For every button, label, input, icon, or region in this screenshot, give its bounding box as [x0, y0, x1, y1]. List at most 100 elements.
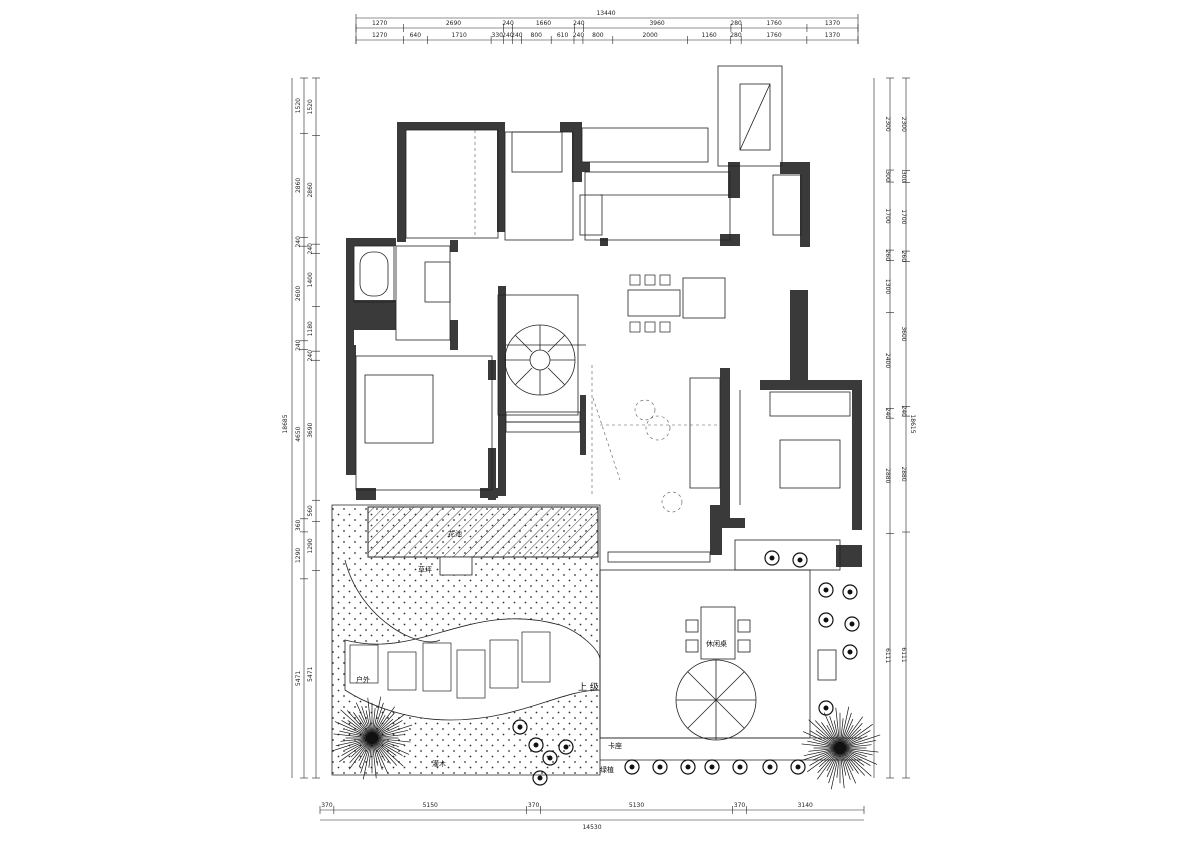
house-outline [353, 65, 851, 571]
right-outer-ticks: 2300 300 1700 260 1300 2400 240 2880 6111 [884, 77, 894, 779]
dimension-label: 240 [573, 20, 585, 27]
dimension-label: 6111 [884, 648, 891, 663]
dimension-label: 2600 [295, 286, 302, 301]
bottom-row-ticks: 370 5150 370 5130 370 3140 [319, 802, 865, 814]
dimension-label: 1180 [307, 321, 314, 336]
dimension-label: 240 [511, 32, 523, 39]
spiky-shrub-left [331, 696, 413, 780]
dimension-label: 240 [307, 243, 314, 255]
spiky-shrub-right [799, 706, 881, 790]
dimension-label: 280 [730, 20, 742, 27]
bench-label: 卡座 [608, 741, 622, 750]
dimension-label: 1710 [452, 32, 467, 39]
dimension-label: 800 [531, 32, 543, 39]
green-plants-label: 绿植 [600, 765, 614, 774]
dimension-label: 1400 [307, 272, 314, 287]
dimension-label: 1160 [701, 32, 716, 39]
dimension-label: 3960 [649, 20, 664, 27]
dimension-label: 240 [295, 339, 302, 351]
dimension-label: 5471 [307, 666, 314, 681]
dimension-label: 2000 [642, 32, 657, 39]
dimension-label: 6111 [900, 647, 907, 662]
dimension-label: 240 [573, 32, 585, 39]
dimension-label: 1700 [900, 209, 907, 224]
top-dimensions [355, 14, 859, 44]
garden-area [331, 504, 601, 776]
right-overall-dimension: 18615 [909, 414, 916, 433]
dining-chairs [629, 274, 671, 333]
dimension-label: 300 [884, 170, 891, 182]
dimension-label: 2880 [884, 468, 891, 483]
dimension-label: 240 [295, 236, 302, 248]
dimension-label: 3140 [798, 802, 813, 809]
left-overall-dimension: 18685 [282, 414, 289, 433]
dimension-label: 240 [900, 406, 907, 418]
dimension-label: 330 [492, 32, 504, 39]
dimension-label: 4650 [295, 426, 302, 441]
dimension-label: 1760 [766, 32, 781, 39]
dimension-label: 360 [295, 519, 302, 531]
dimension-label: 5150 [423, 802, 438, 809]
dimension-label: 800 [592, 32, 604, 39]
dimension-label: 1370 [825, 32, 840, 39]
dimension-label: 1290 [295, 548, 302, 563]
dimension-label: 2860 [307, 182, 314, 197]
terrace-area [599, 569, 862, 761]
dimension-label: 1520 [307, 99, 314, 114]
dimension-label: 260 [884, 250, 891, 262]
left-inner-ticks: 1520 2860 240 1400 1180 240 3690 560 1290 5471 [307, 77, 320, 779]
dimension-label: 560 [307, 505, 314, 517]
dimension-label: 1300 [884, 279, 891, 294]
dimension-label: 2400 [884, 353, 891, 368]
outdoor-label: 户外 [356, 675, 370, 684]
dimension-label: 2860 [295, 178, 302, 193]
dimension-label: 1270 [372, 20, 387, 27]
dimension-label: 5471 [295, 671, 302, 686]
leisure-table-label: 休闲桌 [706, 639, 727, 648]
dimension-label: 2690 [446, 20, 461, 27]
dimension-label: 610 [557, 32, 569, 39]
dimension-label: 300 [900, 171, 907, 183]
planter-label-upper: 花池 [448, 529, 462, 538]
left-outer-ticks: 1520 2860 240 2600 240 4650 360 1290 5471 [295, 77, 308, 779]
dimension-label: 240 [502, 20, 514, 27]
dimension-label: 370 [734, 802, 746, 809]
lawn-label: 草坪 [418, 565, 432, 574]
walls [346, 122, 862, 567]
bottom-dimensions [320, 809, 864, 821]
dimension-label: 260 [900, 251, 907, 263]
top-row1-ticks: 1270 2690 240 1660 240 3960 280 1760 1370 [355, 20, 859, 32]
right-dimensions [873, 78, 907, 778]
dimension-label: 3600 [900, 326, 907, 341]
dimension-label: 2300 [884, 116, 891, 131]
dimension-label: 240 [502, 32, 514, 39]
dimension-label: 2880 [900, 466, 907, 481]
left-dimensions [291, 78, 317, 778]
top-overall-dimension: 13440 [596, 10, 615, 17]
dimension-label: 640 [410, 32, 422, 39]
dimension-label: 240 [307, 350, 314, 362]
dimension-label: 1520 [295, 98, 302, 113]
spiral-staircase [504, 324, 576, 396]
dimension-label: 240 [884, 408, 891, 420]
dimension-label: 1700 [884, 208, 891, 223]
dimension-label: 280 [730, 32, 742, 39]
dimension-label: 2300 [900, 117, 907, 132]
shrub-label: 灌木 [432, 759, 446, 768]
dimension-label: 370 [528, 802, 540, 809]
up-steps-label: 上 级 [578, 681, 599, 693]
dimension-label: 1370 [825, 20, 840, 27]
right-inner-ticks: 2300 300 1700 260 3600 240 2880 6111 [900, 77, 910, 779]
bottom-overall-dimension: 14530 [582, 824, 601, 831]
dimension-label: 1290 [307, 538, 314, 553]
dimension-label: 370 [321, 802, 333, 809]
dimension-label: 1660 [536, 20, 551, 27]
dashed-lines [474, 130, 720, 513]
dimension-label: 1760 [767, 20, 782, 27]
dimension-label: 1270 [372, 32, 387, 39]
dimension-label: 3690 [307, 422, 314, 437]
dimension-label: 5130 [629, 802, 644, 809]
